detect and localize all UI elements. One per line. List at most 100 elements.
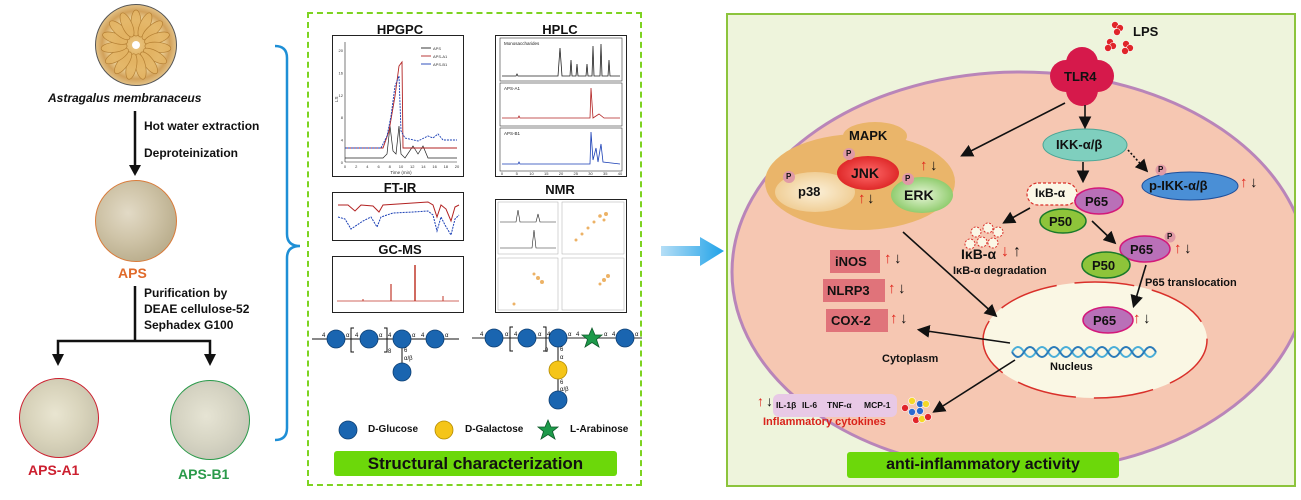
inos-up-arrow: ↑	[884, 250, 892, 267]
gcms-chart	[332, 256, 464, 313]
cytokines-up-arrow: ↑	[757, 393, 764, 409]
link-label: α	[635, 332, 639, 338]
monosaccharide-legend	[338, 418, 560, 440]
right-arrow-icon	[661, 237, 724, 266]
glucose-node	[517, 328, 537, 348]
process-arrows	[52, 111, 216, 366]
ikba-node	[1026, 182, 1078, 206]
cytokine-mcp1: MCP-1	[864, 400, 891, 410]
hplc-panel-label: Monosaccharides	[504, 41, 540, 46]
arrow-p65-nucleus	[1130, 264, 1147, 309]
astragalus-image	[95, 4, 177, 86]
p38-label: p38	[798, 184, 821, 199]
ikba-degradation-caption: IκB-α degradation	[953, 265, 1047, 277]
tlr4-label: TLR4	[1064, 69, 1097, 84]
link-label: 4	[322, 333, 326, 339]
p65-active-label: P65	[1130, 242, 1154, 257]
jnk-node	[837, 156, 899, 190]
ftir-series-red	[338, 201, 460, 223]
arrow-ikk-pikk	[1127, 149, 1149, 173]
aps-a1-image	[19, 378, 99, 458]
branch-position: 6	[560, 380, 564, 386]
glucose-node	[359, 329, 379, 349]
p65-active-up-arrow: ↑	[1174, 240, 1182, 257]
step1-label-2: Deproteinization	[144, 146, 239, 160]
tlr4-receptor	[1050, 47, 1114, 106]
ikba-degraded-label: IκB-α	[961, 246, 997, 262]
y-tick-label: 12	[339, 93, 344, 98]
link-label: 4	[612, 332, 616, 338]
ftir-title: FT-IR	[383, 180, 417, 195]
cytokines-caption: Inflammatory cytokines	[763, 416, 886, 428]
p65-nuclear-down-arrow: ↓	[1143, 310, 1151, 327]
arrow-mapk-nucleus	[902, 231, 998, 318]
nmr-plot	[497, 201, 625, 311]
mapk-cap	[843, 122, 907, 150]
link-label: α	[568, 332, 572, 338]
y-tick-label: 20	[339, 48, 344, 53]
aps-powder-image	[95, 180, 177, 262]
legend-label: APS-A1	[433, 54, 448, 59]
link-label: α	[346, 333, 350, 339]
glucose-node	[425, 329, 445, 349]
link-label: 4	[421, 333, 425, 339]
jnk-down-arrow: ↓	[867, 190, 875, 207]
legend-galactose-icon	[434, 420, 454, 440]
x-tick-label: 15	[544, 171, 549, 176]
p38-phospho: P	[786, 172, 792, 181]
legend-glucose-label: D-Glucose	[368, 424, 419, 435]
legend-arabinose-label: L-Arabinose	[570, 424, 629, 435]
marker-nlrp3: NLRP3	[827, 283, 870, 298]
marker-inos: iNOS	[835, 254, 867, 269]
structural-banner: Structural characterization	[334, 451, 617, 476]
y-tick-label: 16	[339, 70, 344, 75]
nmr-title: NMR	[545, 182, 575, 197]
p65-node	[1074, 187, 1124, 215]
erk-label: ERK	[904, 187, 934, 203]
nucleus-label: Nucleus	[1050, 361, 1093, 373]
aps-a1-label: APS-A1	[28, 462, 80, 478]
hplc-trace	[502, 43, 620, 77]
x-tick-label: 6	[377, 164, 380, 169]
aps-b1-label: APS-B1	[178, 466, 230, 482]
p38-node	[775, 172, 855, 212]
pikk-node	[1141, 171, 1239, 201]
link-label: 4	[480, 332, 484, 338]
x-axis-label: Time (min)	[390, 170, 412, 175]
hplc-panel-label: APS-A1	[504, 86, 521, 91]
hplc-subpanel	[499, 127, 623, 172]
y-axis-label: LS	[334, 96, 339, 102]
source-label: Astragalus membranaceus	[48, 91, 202, 105]
y-tick-label: 0	[341, 160, 344, 165]
x-tick-label: 0	[501, 171, 504, 176]
hpgpc-series-aps	[345, 125, 457, 159]
hplc-subpanel	[499, 82, 623, 127]
x-tick-label: 35	[603, 171, 608, 176]
link-label: 4	[576, 332, 580, 338]
x-tick-label: 30	[588, 171, 593, 176]
hplc-subpanel	[499, 37, 623, 82]
hpgpc-title: HPGPC	[376, 22, 424, 37]
nlrp3-down-arrow: ↓	[898, 280, 906, 297]
phospho-badge	[1155, 164, 1167, 176]
gcms-title: GC-MS	[378, 242, 422, 257]
link-label: α	[445, 333, 449, 339]
step2-label-1: Purification by	[144, 286, 228, 300]
mapk-label: MAPK	[849, 128, 888, 143]
degraded-ikba-icon	[964, 222, 1004, 250]
repeat-count: 8	[388, 349, 392, 355]
pikk-phospho: P	[1158, 165, 1164, 174]
p65-active-down-arrow: ↓	[1184, 240, 1192, 257]
hplc-panel-label: APS-B1	[504, 131, 521, 136]
slice-pattern-icon	[100, 9, 172, 80]
link-label: α	[505, 332, 509, 338]
p50-node	[1039, 208, 1087, 234]
legend-glucose-icon	[338, 420, 358, 440]
x-tick-label: 12	[410, 164, 415, 169]
x-tick-label: 0	[344, 164, 347, 169]
cytokines-box	[773, 394, 897, 417]
